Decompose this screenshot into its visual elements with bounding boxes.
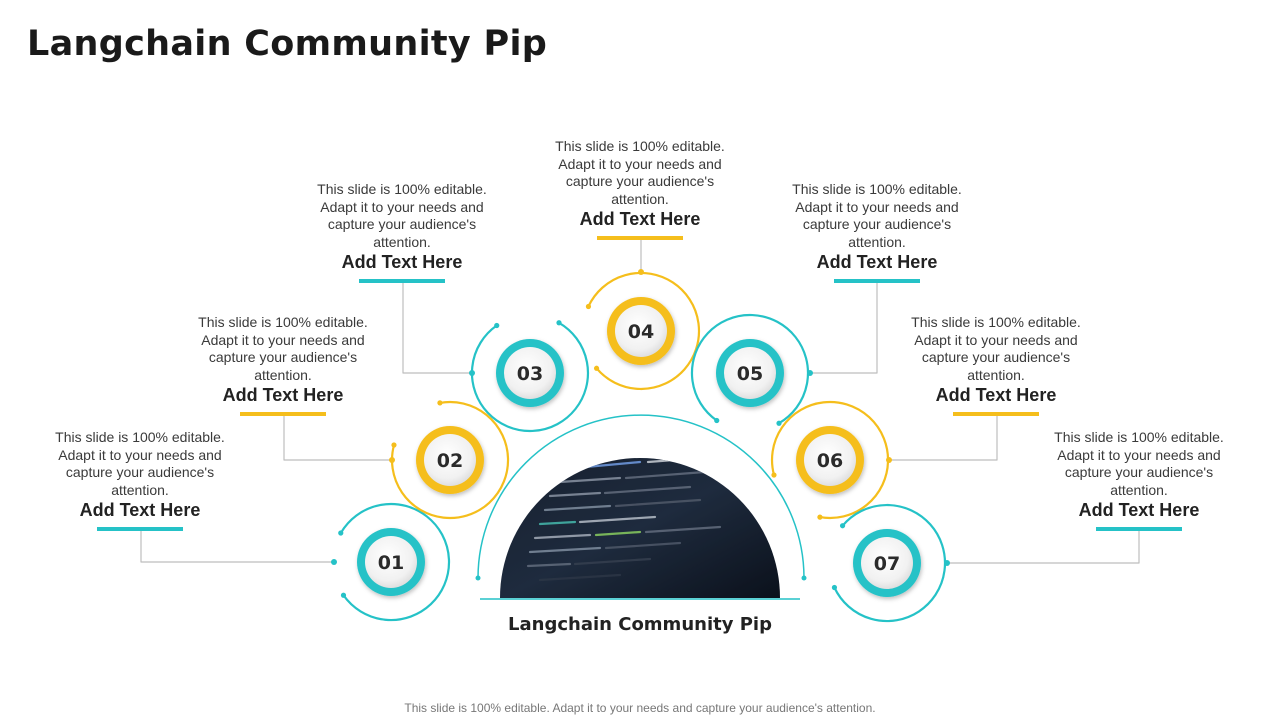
step-badge-disc [365, 536, 417, 588]
step-badge-disc [424, 434, 476, 486]
step-description: This slide is 100% editable. Adapt it to… [1054, 429, 1224, 498]
step-badge-disc [861, 537, 913, 589]
step-number: 05 [737, 363, 763, 385]
step-number: 06 [817, 450, 843, 472]
arc-end-dot [839, 523, 846, 529]
step-02-text-block: This slide is 100% editable. Adapt it to… [198, 314, 368, 417]
connector-line [810, 281, 878, 374]
step-description: This slide is 100% editable. Adapt it to… [317, 181, 487, 250]
arc-end-dot [556, 320, 562, 326]
center-dome [475, 414, 807, 600]
step-07-text-block: This slide is 100% editable. Adapt it to… [1054, 429, 1224, 532]
heading-underline [240, 412, 326, 417]
step-heading[interactable]: Add Text Here [79, 500, 201, 521]
step-badge-disc [804, 434, 856, 486]
code-screen-image [500, 458, 780, 598]
heading-underline [953, 412, 1039, 417]
step-ring-arc [690, 313, 810, 425]
connector-line [402, 281, 472, 374]
heading-underline [834, 279, 920, 284]
connector-line [889, 414, 998, 461]
arc-end-dot [714, 417, 720, 424]
arc-end-dot [585, 303, 592, 310]
step-ring-arc [390, 400, 510, 520]
arc-end-dot [340, 592, 347, 598]
step-number: 01 [378, 552, 404, 574]
step-06: 06 [770, 400, 998, 520]
heading-underline [97, 527, 183, 532]
step-description: This slide is 100% editable. Adapt it to… [792, 181, 962, 250]
steps-layer: 01 02 03 04 05 06 07 [140, 240, 1140, 623]
step-heading[interactable]: Add Text Here [341, 252, 463, 273]
step-01-text-block: This slide is 100% editable. Adapt it to… [55, 429, 225, 532]
step-badge-disc [615, 305, 667, 357]
heading-underline [1096, 527, 1182, 532]
step-badge-disc [724, 347, 776, 399]
arc-end-dot [831, 584, 838, 591]
step-heading[interactable]: Add Text Here [1078, 500, 1200, 521]
step-04-text-block: This slide is 100% editable. Adapt it to… [555, 138, 725, 241]
step-01: 01 [140, 502, 451, 622]
step-description: This slide is 100% editable. Adapt it to… [911, 314, 1081, 383]
step-badge-disc [504, 347, 556, 399]
arc-end-dot [391, 442, 397, 448]
arc-end-dot [437, 400, 443, 406]
step-04: 04 [585, 240, 701, 391]
step-05: 05 [690, 281, 878, 426]
step-ring-arc [833, 503, 947, 623]
step-03-text-block: This slide is 100% editable. Adapt it to… [317, 181, 487, 284]
step-06-text-block: This slide is 100% editable. Adapt it to… [911, 314, 1081, 417]
step-number: 07 [874, 553, 900, 575]
step-number: 03 [517, 363, 543, 385]
arc-end-dot [771, 472, 777, 478]
connector-dot [807, 370, 813, 376]
connector-line [283, 414, 392, 461]
arc-end-dot [593, 365, 600, 371]
step-heading[interactable]: Add Text Here [816, 252, 938, 273]
step-heading[interactable]: Add Text Here [935, 385, 1057, 406]
step-ring-arc [587, 271, 701, 391]
connector-line [140, 530, 334, 563]
connector-dot [944, 560, 950, 566]
step-heading[interactable]: Add Text Here [579, 209, 701, 230]
step-description: This slide is 100% editable. Adapt it to… [55, 429, 225, 498]
step-number: 02 [437, 450, 463, 472]
step-description: This slide is 100% editable. Adapt it to… [555, 138, 725, 207]
page-title: Langchain Community Pip [27, 24, 548, 64]
heading-underline [359, 279, 445, 284]
arc-end-dot [776, 420, 782, 426]
connector-line [947, 530, 1140, 564]
step-ring-arc [770, 400, 890, 520]
step-number: 04 [628, 321, 654, 343]
connector-dot [469, 370, 475, 376]
heading-underline [597, 236, 683, 241]
connector-dot [638, 269, 644, 275]
step-02: 02 [283, 400, 510, 520]
connector-dot [886, 457, 892, 463]
arc-end-dot [494, 322, 500, 329]
step-ring-arc [339, 502, 451, 622]
arc-end-dot [338, 530, 344, 536]
step-heading[interactable]: Add Text Here [222, 385, 344, 406]
step-description: This slide is 100% editable. Adapt it to… [198, 314, 368, 383]
arc-end-dot [817, 514, 823, 520]
step-07: 07 [831, 503, 1140, 623]
step-ring-arc [470, 321, 590, 433]
center-label: Langchain Community Pip [508, 614, 772, 635]
step-05-text-block: This slide is 100% editable. Adapt it to… [792, 181, 962, 284]
connector-dot [331, 559, 337, 565]
footer-note: This slide is 100% editable. Adapt it to… [404, 701, 876, 715]
connector-dot [389, 457, 395, 463]
step-03: 03 [402, 281, 590, 433]
